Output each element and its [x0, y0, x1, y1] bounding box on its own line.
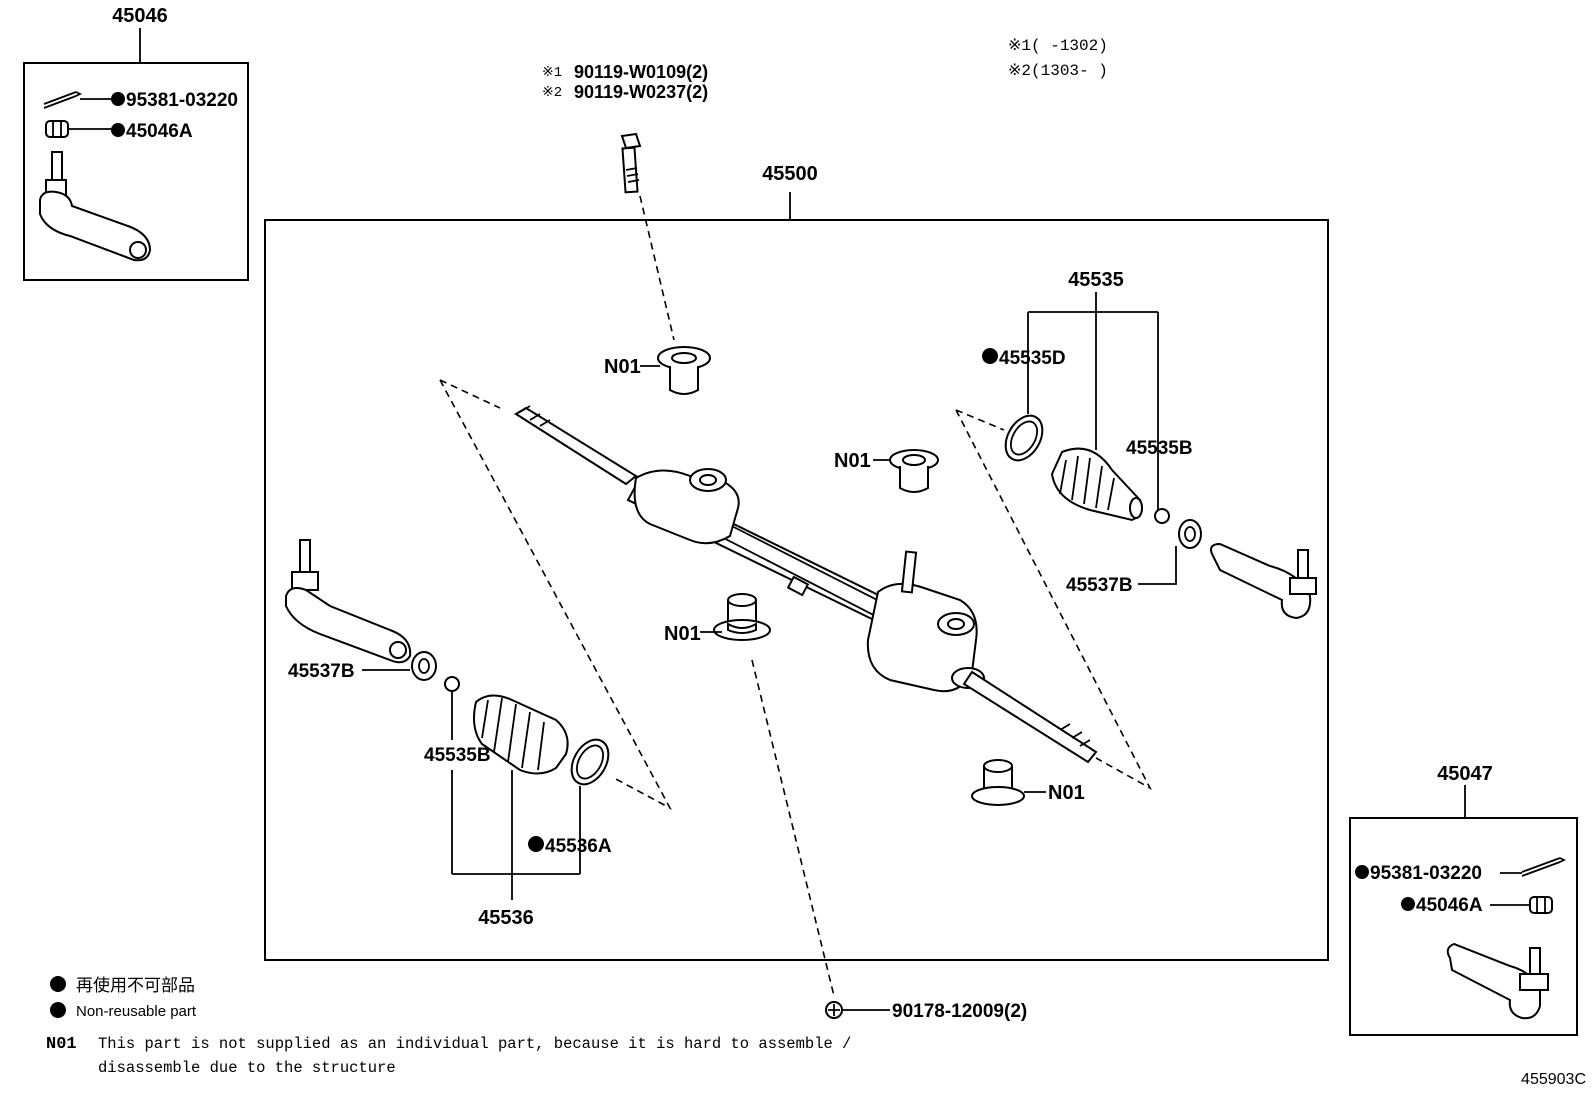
legend-japanese: 再使用不可部品 [76, 975, 195, 995]
figure-id: 455903C [1521, 1071, 1586, 1088]
tie-rod-end-right-icon [1446, 942, 1549, 1020]
bushing-n01-mid-icon [889, 449, 939, 493]
note-line-2: disassemble due to the structure [98, 1059, 396, 1077]
label-45047: 45047 [1437, 763, 1493, 785]
label-45535B-right: 45535B [1126, 438, 1193, 459]
label-45500: 45500 [762, 163, 818, 185]
label-45537B-right: 45537B [1066, 575, 1133, 596]
castle-nut-left-icon [45, 120, 69, 138]
tie-rod-right-frame [1349, 817, 1578, 1036]
tie-rod-end-right-main-icon [1210, 542, 1317, 620]
variant-note-1: ※1( -1302) [1008, 37, 1108, 55]
clamp-45535D-icon [1004, 414, 1044, 462]
label-45046: 45046 [112, 5, 168, 27]
tie-rod-left-frame [23, 62, 249, 281]
main-assembly-frame [264, 219, 1329, 961]
variant-note-2: ※2(1303- ) [1008, 62, 1108, 80]
bolt-icon [620, 132, 642, 194]
boot-left-icon [473, 694, 569, 775]
label-45536A: 45536A [545, 836, 612, 857]
nut-bottom-icon [825, 1001, 843, 1019]
bushing-n01-low-icon [713, 593, 771, 641]
band-right-icon [1154, 508, 1170, 524]
castle-nut-right-icon [1529, 896, 1553, 914]
label-90178: 90178-12009(2) [892, 1001, 1027, 1022]
label-45535D: 45535D [999, 348, 1066, 369]
label-bolt-90119-W0237: 90119-W0237(2) [574, 82, 708, 102]
tie-rod-end-left-icon [39, 151, 152, 262]
label-45535: 45535 [1068, 269, 1124, 291]
clamp-45536A-icon [570, 738, 610, 786]
cotter-pin-left-icon [43, 91, 83, 109]
note-line-1: This part is not supplied as an individu… [98, 1035, 851, 1053]
label-n01-top: N01 [604, 356, 641, 378]
legend-english: Non-reusable part [76, 1003, 197, 1020]
label-n01-mid: N01 [834, 450, 871, 472]
bushing-n01-right-icon [971, 759, 1025, 806]
label-45046A-left: 45046A [126, 121, 193, 142]
label-45535B-left: 45535B [424, 745, 491, 766]
spacer-right-icon [1178, 519, 1202, 549]
label-45536: 45536 [478, 907, 534, 929]
label-45537B-left: 45537B [288, 661, 355, 682]
cotter-pin-right-icon [1521, 857, 1567, 877]
label-n01-low: N01 [664, 623, 701, 645]
label-95381-right: 95381-03220 [1370, 863, 1482, 884]
bolt-mark-2: ※2 [542, 85, 562, 101]
steering-rack-icon [514, 405, 1098, 764]
boot-right-icon [1050, 447, 1143, 522]
note-code: N01 [46, 1035, 77, 1054]
band-left-icon [444, 676, 460, 692]
label-45046A-right: 45046A [1416, 895, 1483, 916]
bushing-n01-top-icon [657, 346, 711, 395]
label-95381-left: 95381-03220 [126, 90, 238, 111]
label-bolt-90119-W0109: 90119-W0109(2) [574, 62, 708, 82]
tie-rod-end-left-main-icon [285, 539, 412, 664]
bolt-mark-1: ※1 [542, 65, 562, 81]
spacer-left-icon [411, 651, 437, 681]
label-n01-right: N01 [1048, 782, 1085, 804]
